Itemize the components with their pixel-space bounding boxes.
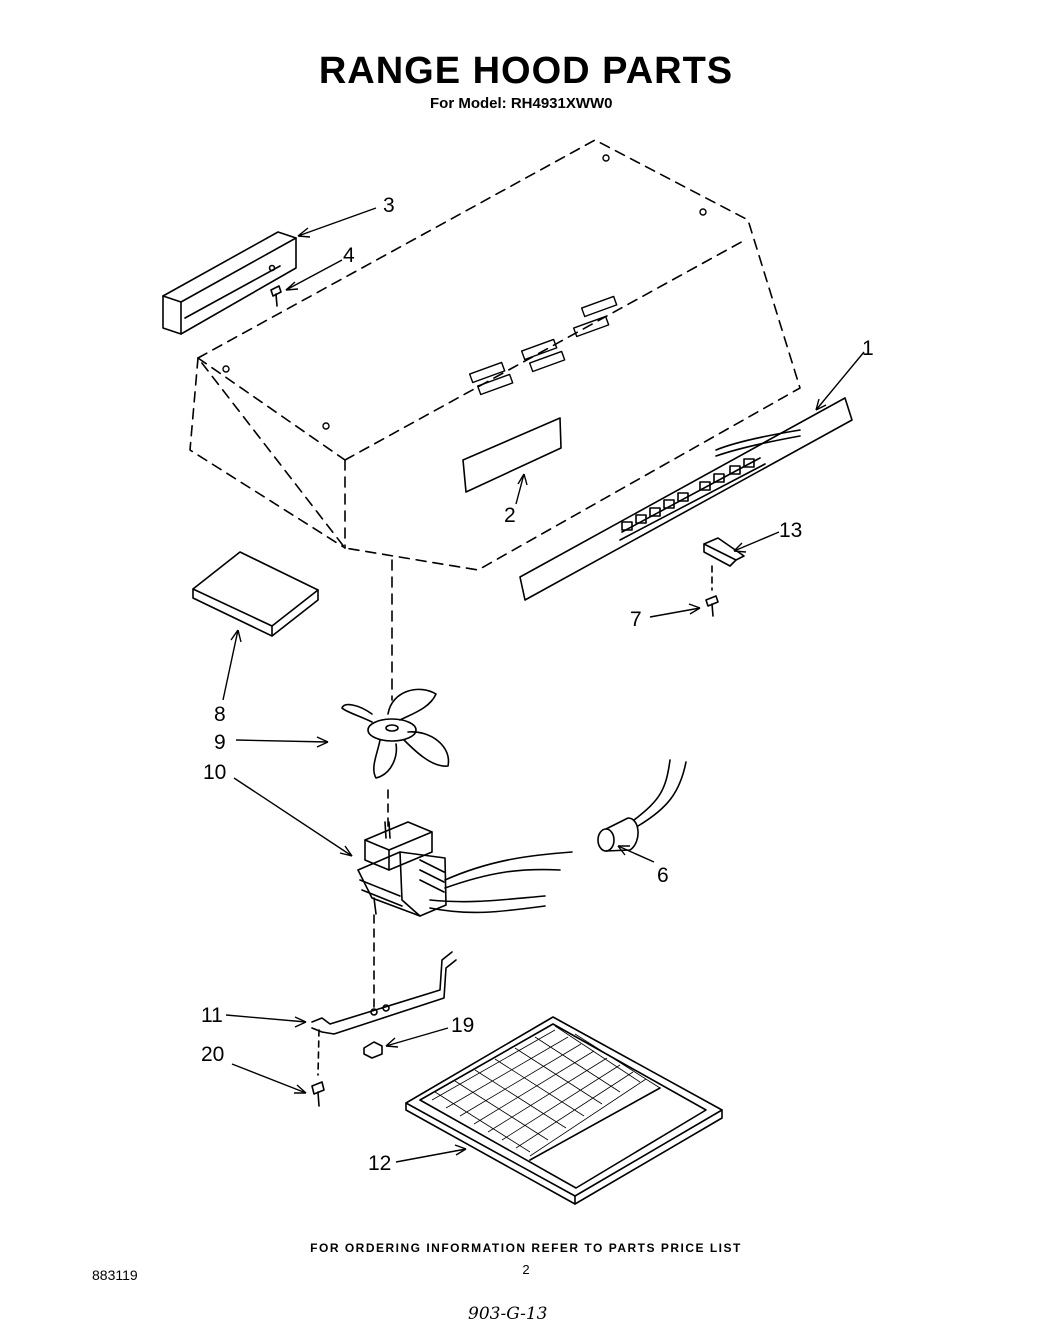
handwritten-code: 903-G-13 (468, 1304, 548, 1324)
callout-11: 11 (201, 1004, 223, 1027)
callout-20: 20 (201, 1043, 224, 1066)
callout-12: 12 (368, 1152, 391, 1175)
callout-7: 7 (630, 608, 642, 631)
model-subtitle: For Model: RH4931XWW0 (430, 95, 613, 112)
screw-20 (311, 1081, 325, 1107)
callout-8: 8 (214, 703, 226, 726)
document-code: 883119 (92, 1267, 138, 1283)
callout-6: 6 (657, 864, 669, 887)
motor (357, 821, 573, 917)
screw-4 (270, 285, 282, 307)
callout-3: 3 (383, 194, 395, 217)
page-number: 2 (522, 1262, 530, 1277)
hood-body (189, 139, 801, 571)
hood-holes (222, 154, 707, 430)
strap-11 (311, 951, 457, 1035)
light-lens (462, 417, 562, 493)
vent-slots (468, 295, 618, 396)
grease-filter (405, 1016, 723, 1205)
callout-9: 9 (214, 731, 226, 754)
callout-19: 19 (451, 1014, 474, 1037)
callout-4: 4 (343, 244, 355, 267)
callout-numbers: 3 4 1 2 13 7 8 9 10 6 11 19 20 12 (201, 194, 874, 1175)
callout-10: 10 (203, 761, 226, 784)
bracket-13 (703, 537, 745, 567)
callout-2: 2 (504, 504, 516, 527)
callout-13: 13 (779, 519, 802, 542)
filter-mesh (431, 1025, 661, 1157)
screw-7 (705, 595, 719, 617)
callout-1: 1 (862, 337, 874, 360)
page-title: RANGE HOOD PARTS (318, 50, 734, 92)
duct-connector (162, 231, 297, 335)
nut-19 (363, 1041, 383, 1059)
fan-blade (341, 688, 450, 779)
connector-6 (597, 759, 687, 852)
part-8-box (192, 551, 319, 637)
ordering-note: FOR ORDERING INFORMATION REFER TO PARTS … (310, 1241, 742, 1255)
control-panel (519, 397, 853, 601)
leader-lines (222, 207, 865, 1163)
